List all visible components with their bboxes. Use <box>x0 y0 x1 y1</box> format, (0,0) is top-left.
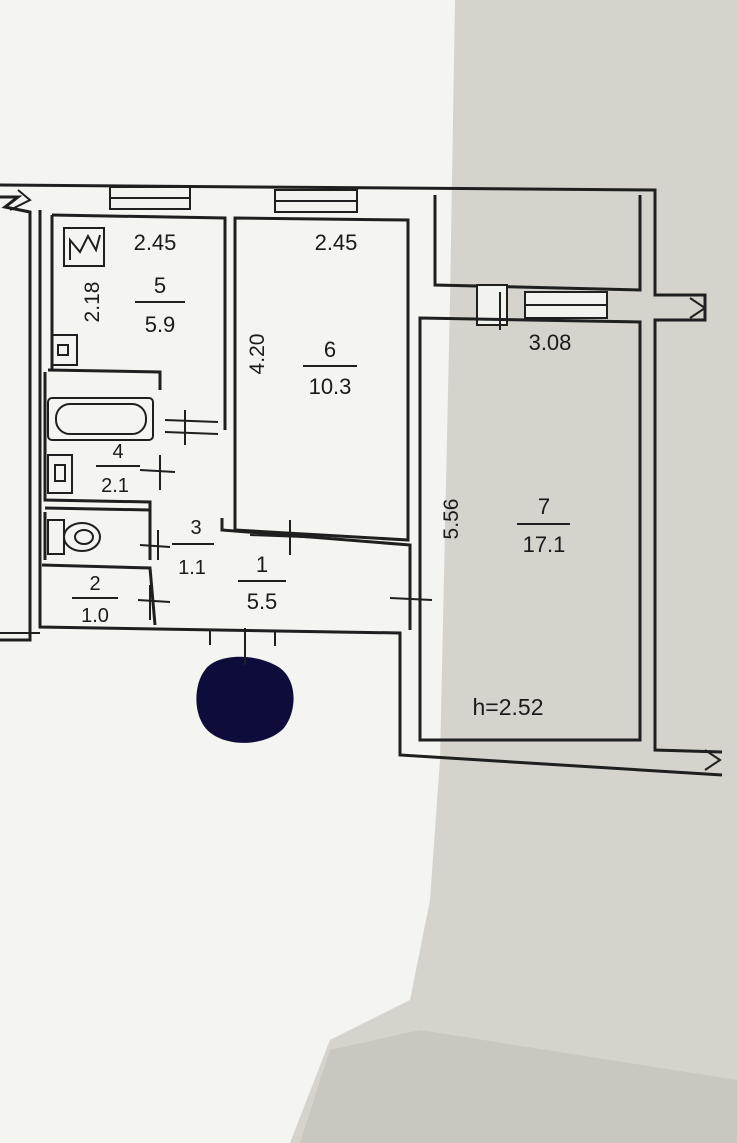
sink-icon <box>51 334 78 366</box>
room-6-area: 10.3 <box>309 374 352 399</box>
room-5-area: 5.9 <box>145 312 176 337</box>
stove-icon <box>63 227 105 267</box>
room-1-area: 5.5 <box>247 589 278 614</box>
door-marks <box>137 292 501 660</box>
kitchen-width-dim: 2.45 <box>134 230 177 255</box>
sink-bath-icon <box>47 454 73 494</box>
room-1-number: 1 <box>256 552 268 577</box>
room-3-label: 3 1.1 <box>172 517 214 579</box>
bedroom-depth-dim: 4.20 <box>246 334 269 375</box>
room-5-label: 5 5.9 <box>135 273 185 337</box>
ceiling-height: h=2.52 <box>473 694 544 720</box>
living-depth-dim: 5.56 <box>440 499 463 540</box>
room-3-number: 3 <box>190 517 201 539</box>
room-6-number: 6 <box>324 337 336 362</box>
room-7-area: 17.1 <box>523 532 566 557</box>
room-2-label: 2 1.0 <box>72 573 118 627</box>
room-4-number: 4 <box>112 441 123 463</box>
room-4-label: 4 2.1 <box>96 441 140 497</box>
room-6-label: 6 10.3 <box>303 337 357 399</box>
living-width-dim: 3.08 <box>529 330 572 355</box>
bathtub-icon <box>47 397 154 441</box>
room-7-label: 7 17.1 <box>517 494 570 557</box>
balcony <box>433 195 642 292</box>
kitchen-depth-dim: 2.18 <box>81 282 104 323</box>
room-4-area: 2.1 <box>101 475 129 497</box>
shadow-bottom <box>300 1030 737 1143</box>
room-7-number: 7 <box>538 494 550 519</box>
toilet-icon <box>47 519 101 555</box>
outer-walls <box>0 183 723 777</box>
redaction-blot-icon <box>196 656 294 743</box>
windows <box>109 186 608 319</box>
shadow-area <box>290 0 737 1143</box>
room-3-area: 1.1 <box>178 557 206 579</box>
bedroom-width-dim: 2.45 <box>315 230 358 255</box>
room-1-label: 1 5.5 <box>238 552 286 614</box>
room-2-number: 2 <box>89 573 100 595</box>
room-2-area: 1.0 <box>81 605 109 627</box>
room-5-number: 5 <box>154 273 166 298</box>
